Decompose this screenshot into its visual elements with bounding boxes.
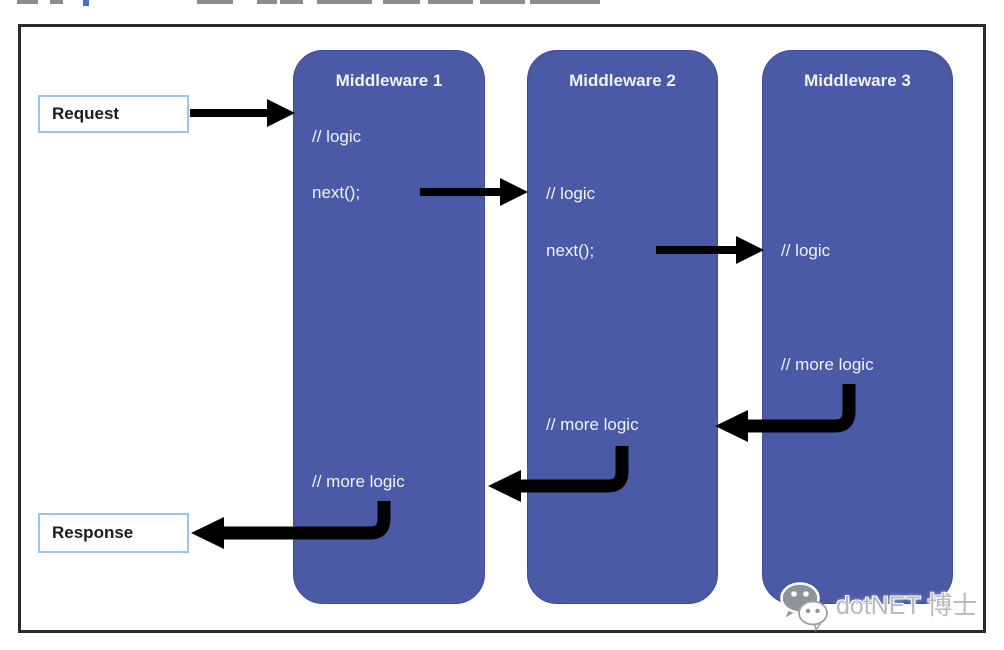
middleware-3-more-logic: // more logic [781, 355, 874, 374]
middleware-1-title: Middleware 1 [335, 71, 443, 90]
middleware-1-more-logic: // more logic [312, 472, 405, 491]
response-box: Response [38, 513, 189, 553]
cropped-text-fragment [383, 0, 420, 4]
middleware-3-logic: // logic [781, 241, 831, 260]
wechat-icon [780, 582, 828, 632]
middleware-2-box: Middleware 2 // logic next(); // more lo… [527, 50, 718, 604]
middleware-1-logic: // logic [312, 127, 362, 146]
middleware-3-box: Middleware 3 // logic // more logic [762, 50, 953, 604]
middleware-2-title: Middleware 2 [569, 71, 676, 90]
middleware-1-next-call: next(); [312, 183, 361, 202]
middleware-2-next-call: next(); [546, 241, 595, 260]
watermark: dotNET 博士 [776, 580, 977, 632]
cropped-text-fragment [50, 0, 63, 4]
cropped-text-fragment [257, 0, 277, 4]
response-label: Response [52, 523, 134, 542]
middleware-1-box: Middleware 1 // logic next(); // more lo… [293, 50, 485, 604]
watermark-text: dotNET 博士 [836, 592, 978, 620]
cropped-text-fragment [503, 0, 525, 4]
cropped-text-fragment [480, 0, 525, 4]
request-box: Request [38, 95, 189, 133]
middleware-2-more-logic: // more logic [546, 415, 639, 434]
cropped-text-fragment [17, 0, 38, 4]
request-label: Request [52, 104, 120, 123]
cropped-text-fragment [530, 0, 600, 4]
cropped-text-fragment [317, 0, 372, 4]
cropped-text-fragment [280, 0, 303, 4]
middleware-3-title: Middleware 3 [804, 71, 911, 90]
middleware-2-logic: // logic [546, 184, 596, 203]
cropped-text-fragment [197, 0, 233, 4]
cropped-text-fragment [83, 0, 89, 6]
cropped-text-fragment [428, 0, 473, 4]
